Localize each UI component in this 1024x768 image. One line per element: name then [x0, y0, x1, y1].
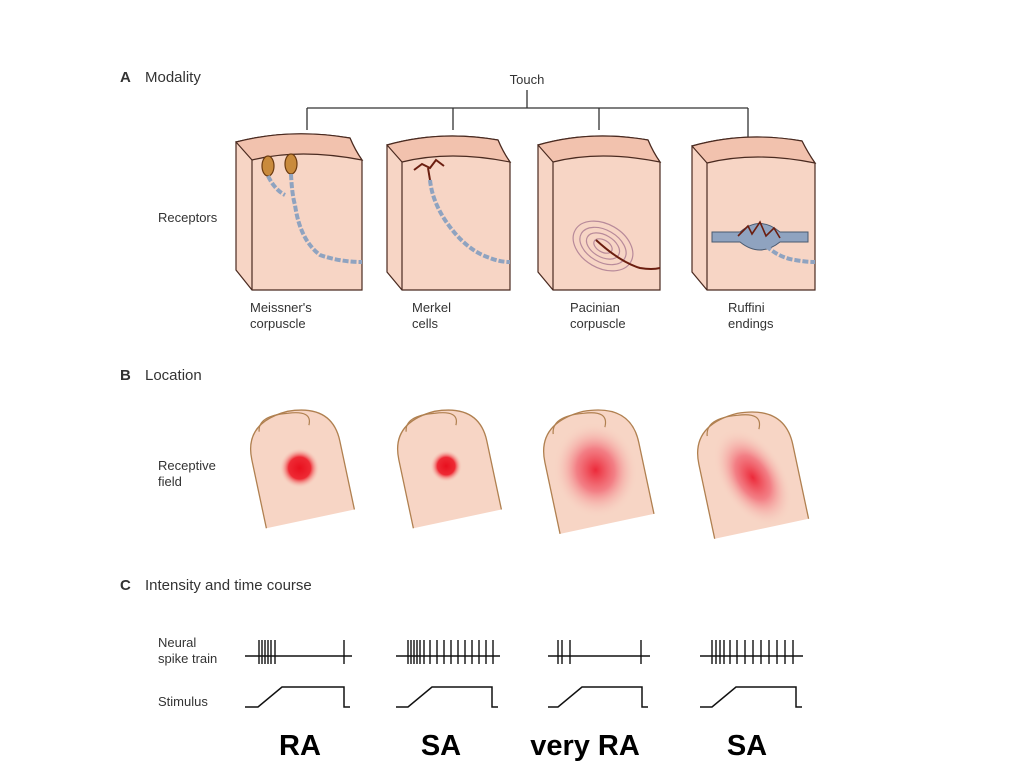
fingertip-ruffini: [697, 411, 810, 539]
adaptation-label-ruffini: SA: [727, 730, 767, 762]
fingertip-meissner: [250, 409, 356, 529]
section-a-header: A Modality: [120, 69, 201, 86]
receptive-field-large: [553, 422, 638, 518]
receptive-field-large: [713, 428, 793, 527]
section-a-title: Modality: [145, 69, 201, 86]
spike-train-label-line1: Neural: [158, 635, 196, 650]
section-c-header: C Intensity and time course: [120, 577, 312, 594]
adaptation-label-merkel: SA: [421, 730, 461, 762]
section-a-letter: A: [120, 69, 131, 86]
stimulus-trace-meissner: [245, 686, 350, 708]
stimulus-trace-ruffini: [700, 686, 802, 708]
spike-train-pacinian: [548, 640, 650, 664]
spike-train-ruffini: [700, 640, 803, 664]
receptor-name-ruffini-line1: Ruffini: [728, 300, 765, 315]
section-b-letter: B: [120, 367, 131, 384]
stimulus-trace-merkel: [396, 686, 498, 708]
receptor-block-ruffini: [690, 136, 817, 291]
receptor-name-ruffini-line2: endings: [728, 316, 774, 331]
receptive-field-label-line2: field: [158, 474, 182, 489]
receptor-name-meissner-line2: corpuscle: [250, 316, 306, 331]
receptor-name-pacinian-line1: Pacinian: [570, 300, 620, 315]
receptive-field-label-line1: Receptive: [158, 458, 216, 473]
spike-train-meissner: [245, 640, 352, 664]
section-c-letter: C: [120, 577, 131, 594]
tree-root-label: Touch: [510, 72, 545, 87]
receptor-name-merkel-line2: cells: [412, 316, 439, 331]
receptive-field-small: [279, 448, 320, 489]
stimulus-traces: [245, 686, 802, 708]
fingertip-pacinian: [543, 409, 655, 534]
touch-tree: [306, 90, 749, 140]
adaptation-labels: RA SA very RA SA: [279, 730, 767, 762]
receptor-name-meissner-line1: Meissner's: [250, 300, 312, 315]
section-b-header: B Location: [120, 367, 202, 384]
receptor-block-meissner: [234, 133, 364, 291]
receptor-name-merkel-line1: Merkel: [412, 300, 451, 315]
stimulus-trace-pacinian: [548, 686, 648, 708]
section-c-title: Intensity and time course: [145, 577, 312, 594]
adaptation-label-meissner: RA: [279, 730, 321, 762]
receptor-name-pacinian-line2: corpuscle: [570, 316, 626, 331]
receptor-block-pacinian: [536, 135, 662, 291]
receptive-field-small: [430, 450, 463, 483]
adaptation-label-pacinian: very RA: [530, 730, 640, 762]
section-b-title: Location: [145, 367, 202, 384]
spike-train-label-line2: spike train: [158, 651, 217, 666]
fingertip-merkel: [397, 409, 503, 529]
receptor-block-merkel: [385, 135, 512, 291]
receptors-row-label: Receptors: [158, 210, 218, 225]
receptor-names: Meissner's corpuscle Merkel cells Pacini…: [250, 300, 774, 331]
spike-train-merkel: [396, 640, 500, 664]
stimulus-label: Stimulus: [158, 694, 208, 709]
